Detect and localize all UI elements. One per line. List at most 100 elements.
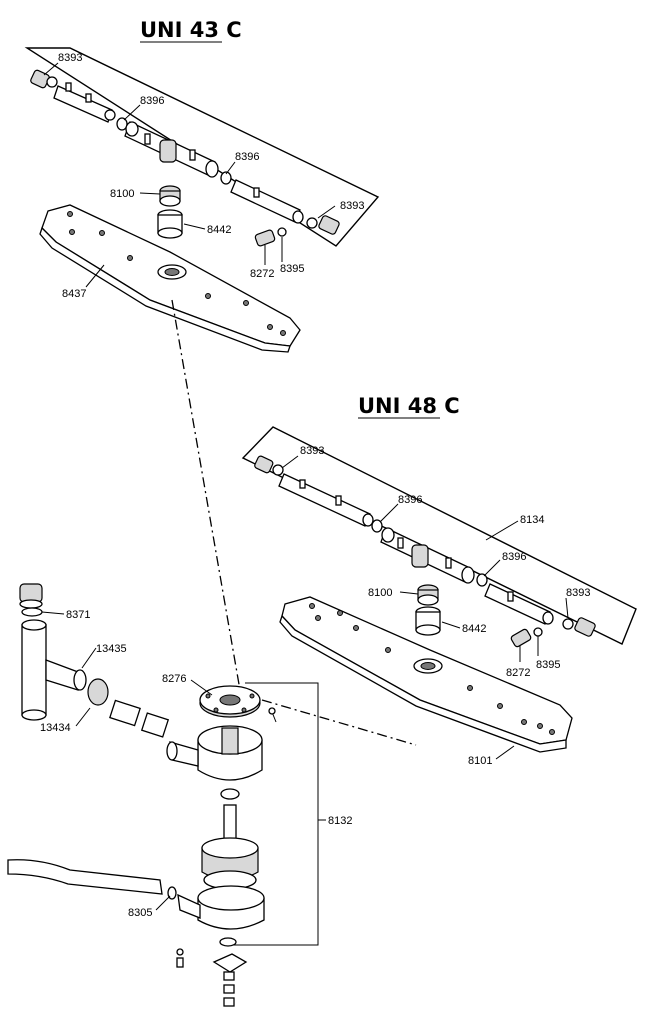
- label-8305: 8305: [128, 907, 152, 919]
- clip-8395: [277, 227, 287, 237]
- label-8371: 8371: [66, 609, 90, 621]
- upper-housing-shaft: [221, 727, 239, 755]
- tube-end: [542, 611, 554, 625]
- tube-segment-3: [230, 179, 301, 223]
- label-8396: 8396: [502, 551, 526, 563]
- lower-housing-inlet: [177, 893, 201, 919]
- leader-lines: [41, 62, 569, 911]
- tube-segment-1-b: [278, 473, 371, 527]
- bracket-8132: [230, 682, 319, 946]
- nut-bottom-1: [223, 971, 235, 981]
- elbow-13434-side: [45, 659, 79, 691]
- gasket-13435: [73, 669, 87, 691]
- tube-end: [362, 513, 374, 527]
- label-8134: 8134: [520, 514, 544, 526]
- washer-right-b: [562, 618, 574, 630]
- washer-small: [176, 948, 184, 956]
- label-13435: 13435: [96, 643, 127, 655]
- cap-8371-rim: [19, 599, 43, 609]
- axis-line-lower-arm: [261, 699, 417, 746]
- tube-stud: [144, 133, 151, 145]
- spray-arm-8101-hub-hole: [420, 662, 436, 670]
- title-uni-48c: UNI 48 C: [358, 394, 460, 418]
- tube-stud: [445, 557, 452, 569]
- tube-center-boss: [159, 139, 177, 163]
- nut-8100-bottom: [159, 195, 181, 207]
- bushing-8442-b-bottom: [415, 624, 441, 636]
- washer-8371: [21, 607, 43, 617]
- tube-center-boss-b: [411, 544, 429, 568]
- tube-end: [104, 109, 116, 121]
- label-8395: 8395: [280, 263, 304, 275]
- tube-stud: [507, 591, 514, 602]
- uni48c-assembly: [241, 426, 637, 753]
- tube-end-right-b: [461, 566, 475, 584]
- nut-bottom-2: [223, 984, 235, 994]
- tube-stud: [253, 187, 260, 198]
- label-8396: 8396: [235, 151, 259, 163]
- uni43c-spray-tube: [30, 69, 340, 235]
- screw-small-bottom: [176, 957, 184, 968]
- spray-arm-8101-edge: [279, 614, 567, 753]
- tube-stud: [189, 149, 196, 161]
- o-ring-8396-c: [371, 519, 383, 533]
- part-labels: 8393 8396 8396 8100 8442 8393 8272 8395 …: [40, 52, 590, 919]
- o-ring-8396-d: [476, 573, 488, 587]
- uni48c-tube-frame: [241, 426, 637, 645]
- uni43c-assembly: [24, 47, 380, 353]
- nozzle-8393-right: [318, 215, 340, 235]
- label-8393: 8393: [58, 52, 82, 64]
- label-8442: 8442: [462, 623, 486, 635]
- tube-stud: [299, 479, 306, 489]
- nozzle-8272: [254, 229, 276, 247]
- label-13434: 13434: [40, 722, 71, 734]
- label-8437: 8437: [62, 288, 86, 300]
- uni43c-tube-frame: [24, 47, 380, 247]
- spray-arm-8437-edge: [39, 226, 291, 353]
- nut-13435: [87, 678, 109, 706]
- title-uni-43c: UNI 43 C: [140, 18, 242, 42]
- label-8272: 8272: [250, 268, 274, 280]
- nut-8100-b-bottom: [417, 594, 439, 606]
- label-8396: 8396: [398, 494, 422, 506]
- inlet-pipe-8305: [7, 859, 163, 895]
- label-8395: 8395: [536, 659, 560, 671]
- label-8276: 8276: [162, 673, 186, 685]
- label-8442: 8442: [207, 224, 231, 236]
- label-8393: 8393: [300, 445, 324, 457]
- impeller-top: [201, 837, 259, 859]
- clip-8395-b: [533, 627, 543, 637]
- tube-end: [292, 210, 304, 224]
- label-8132: 8132: [328, 815, 352, 827]
- o-ring-lower: [219, 937, 237, 947]
- bushing-8442-bottom: [157, 227, 183, 239]
- coupler-sleeve: [109, 699, 141, 727]
- axis-line-upper-arm: [171, 299, 241, 691]
- label-8396: 8396: [140, 95, 164, 107]
- tube-stud: [65, 82, 72, 92]
- elbow-13434: [21, 624, 47, 716]
- label-8100: 8100: [110, 188, 134, 200]
- nozzle-8272-b: [510, 628, 532, 648]
- tube-stud: [397, 537, 404, 549]
- tube-segment-3-b: [484, 583, 551, 625]
- o-ring-8396-b: [220, 171, 232, 185]
- spray-arm-8437: [39, 204, 301, 353]
- washer-left-b: [272, 464, 284, 476]
- washer-left: [46, 76, 58, 88]
- housing-inlet-end: [166, 741, 178, 761]
- tube-stud: [335, 495, 342, 506]
- tube-stud: [85, 93, 92, 103]
- hub-assembly: [7, 583, 319, 1007]
- tube-collar: [381, 527, 395, 543]
- tube-segment-1: [53, 85, 113, 123]
- nut-bottom-3: [223, 997, 235, 1007]
- label-8100: 8100: [368, 587, 392, 599]
- tube-collar: [125, 121, 139, 137]
- cap-8371: [19, 583, 43, 603]
- tube-end-right: [205, 160, 219, 178]
- label-8393: 8393: [566, 587, 590, 599]
- label-8393: 8393: [340, 200, 364, 212]
- washer-right: [306, 217, 318, 229]
- label-8272: 8272: [506, 667, 530, 679]
